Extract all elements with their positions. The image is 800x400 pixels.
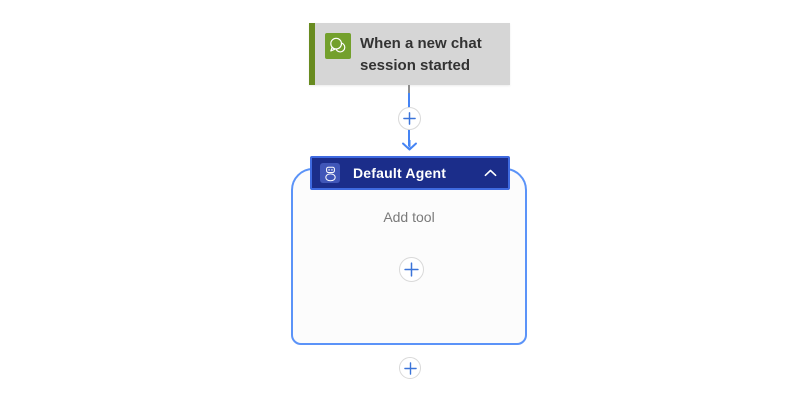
connector-stub [408, 85, 410, 94]
arrow-down-icon [402, 140, 417, 151]
chevron-up-icon[interactable] [482, 167, 499, 179]
bot-icon [320, 163, 340, 183]
trigger-title: When a new chat session started [360, 35, 482, 74]
add-tool-label: Add tool [383, 209, 435, 225]
agent-card[interactable]: Default Agent [310, 156, 510, 190]
chat-bubbles-icon [325, 33, 351, 59]
agent-title: Default Agent [353, 165, 447, 181]
add-tool-button[interactable] [399, 257, 424, 282]
insert-action-button[interactable] [398, 107, 421, 130]
add-action-button[interactable] [399, 357, 421, 379]
trigger-card[interactable]: When a new chat session started [309, 23, 510, 85]
